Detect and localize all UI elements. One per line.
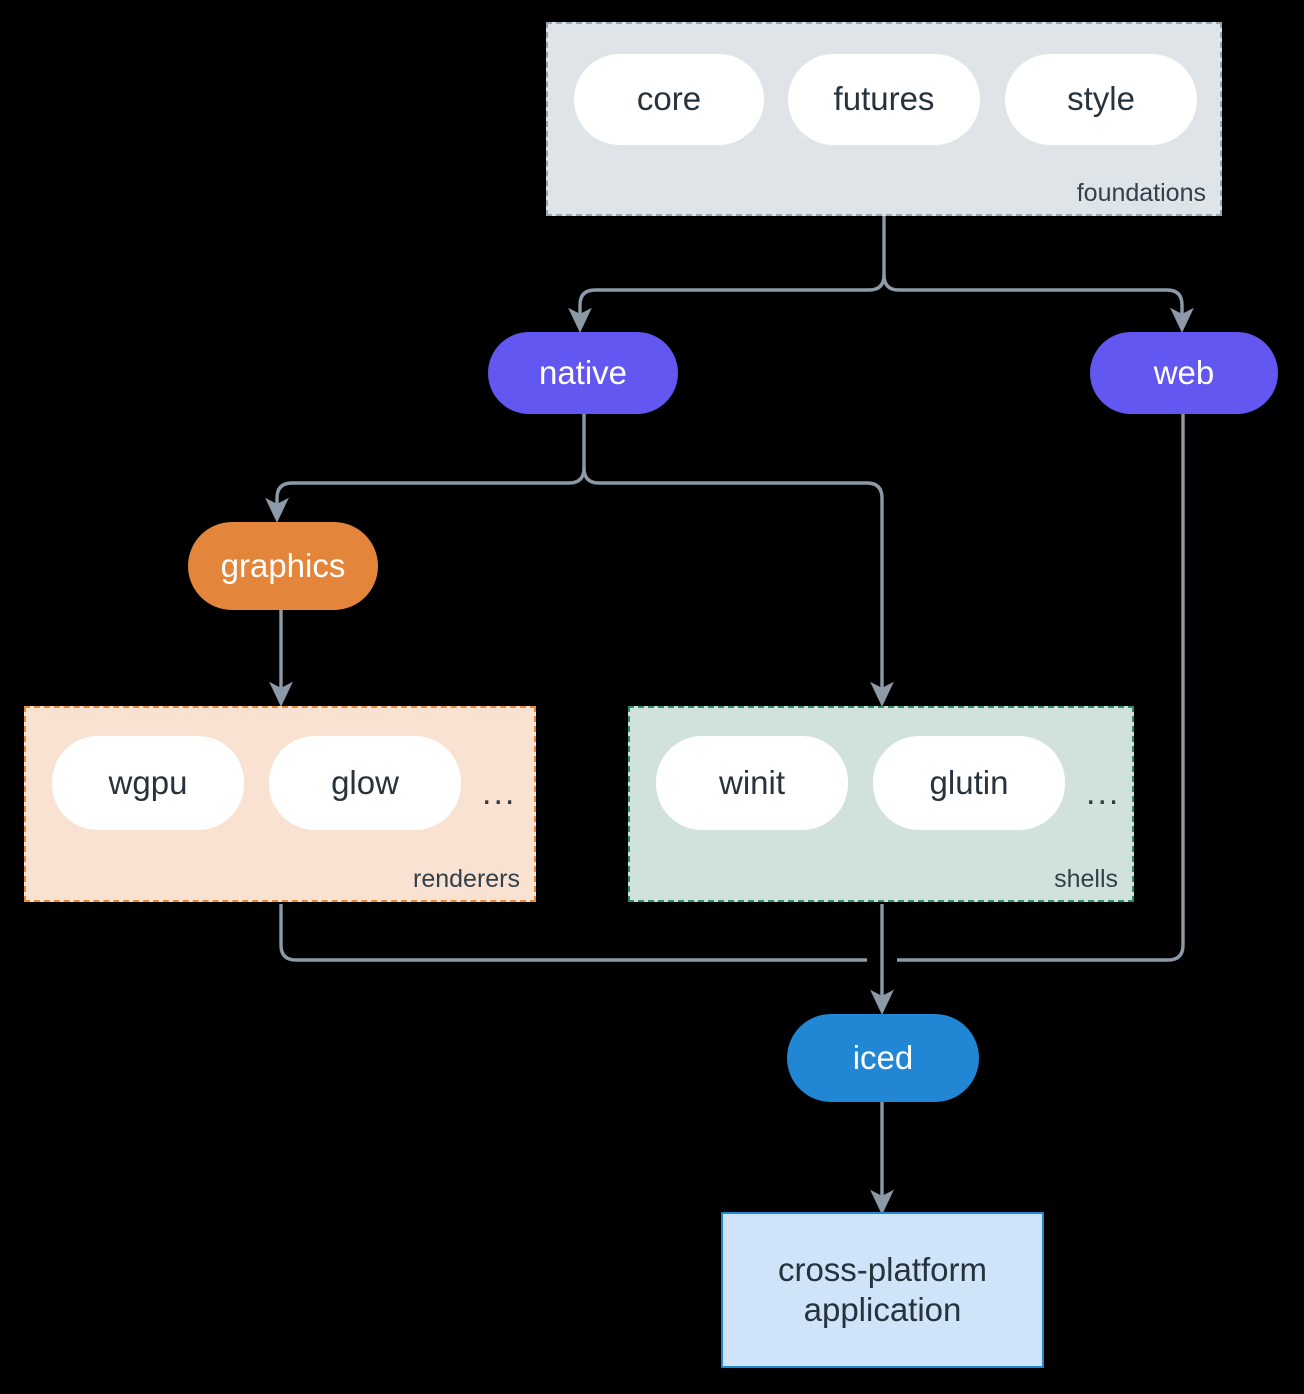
group-shells-label: shells [1054,865,1118,893]
node-iced[interactable]: iced [787,1014,979,1102]
shells-item-winit-label: winit [718,763,786,801]
foundations-item-futures-label: futures [833,80,935,118]
node-web[interactable]: web [1090,332,1278,414]
node-native[interactable]: native [488,332,678,414]
node-web-label: web [1153,353,1215,391]
node-graphics[interactable]: graphics [188,522,378,610]
node-native-label: native [538,353,628,391]
shells-item-winit[interactable]: winit [656,736,848,830]
shells-item-glutin-label: glutin [929,763,1009,801]
renderers-item-glow-label: glow [331,763,399,801]
renderers-item-wgpu[interactable]: wgpu [52,736,244,830]
foundations-item-style[interactable]: style [1005,54,1197,145]
foundations-item-style-label: style [1067,80,1135,118]
renderers-item-glow[interactable]: glow [269,736,461,830]
node-iced-label: iced [852,1038,914,1076]
edge-renderers-iced [279,904,867,962]
foundations-item-core-label: core [636,80,702,118]
foundations-item-core[interactable]: core [574,54,764,145]
foundations-item-futures[interactable]: futures [788,54,980,145]
node-cross-platform-application[interactable]: cross-platform application [721,1212,1044,1368]
group-renderers-label: renderers [413,865,520,893]
group-renderers: wgpu glow ... renderers [24,706,536,902]
shells-item-glutin[interactable]: glutin [873,736,1065,830]
group-shells: winit glutin ... shells [628,706,1134,902]
application-label-line1: cross-platform [777,1250,988,1288]
application-label-line2: application [803,1291,962,1328]
edge-foundations-native [568,216,886,333]
node-graphics-label: graphics [220,546,346,584]
group-foundations: core futures style foundations [546,22,1222,216]
group-foundations-label: foundations [1076,179,1206,207]
edge-foundations-web [882,274,1194,333]
renderers-more-ellipsis: ... [482,774,517,812]
edge-native-graphics [265,414,586,523]
shells-more-ellipsis: ... [1086,774,1121,812]
renderers-item-wgpu-label: wgpu [108,763,188,801]
edge-native-shells [582,467,894,707]
